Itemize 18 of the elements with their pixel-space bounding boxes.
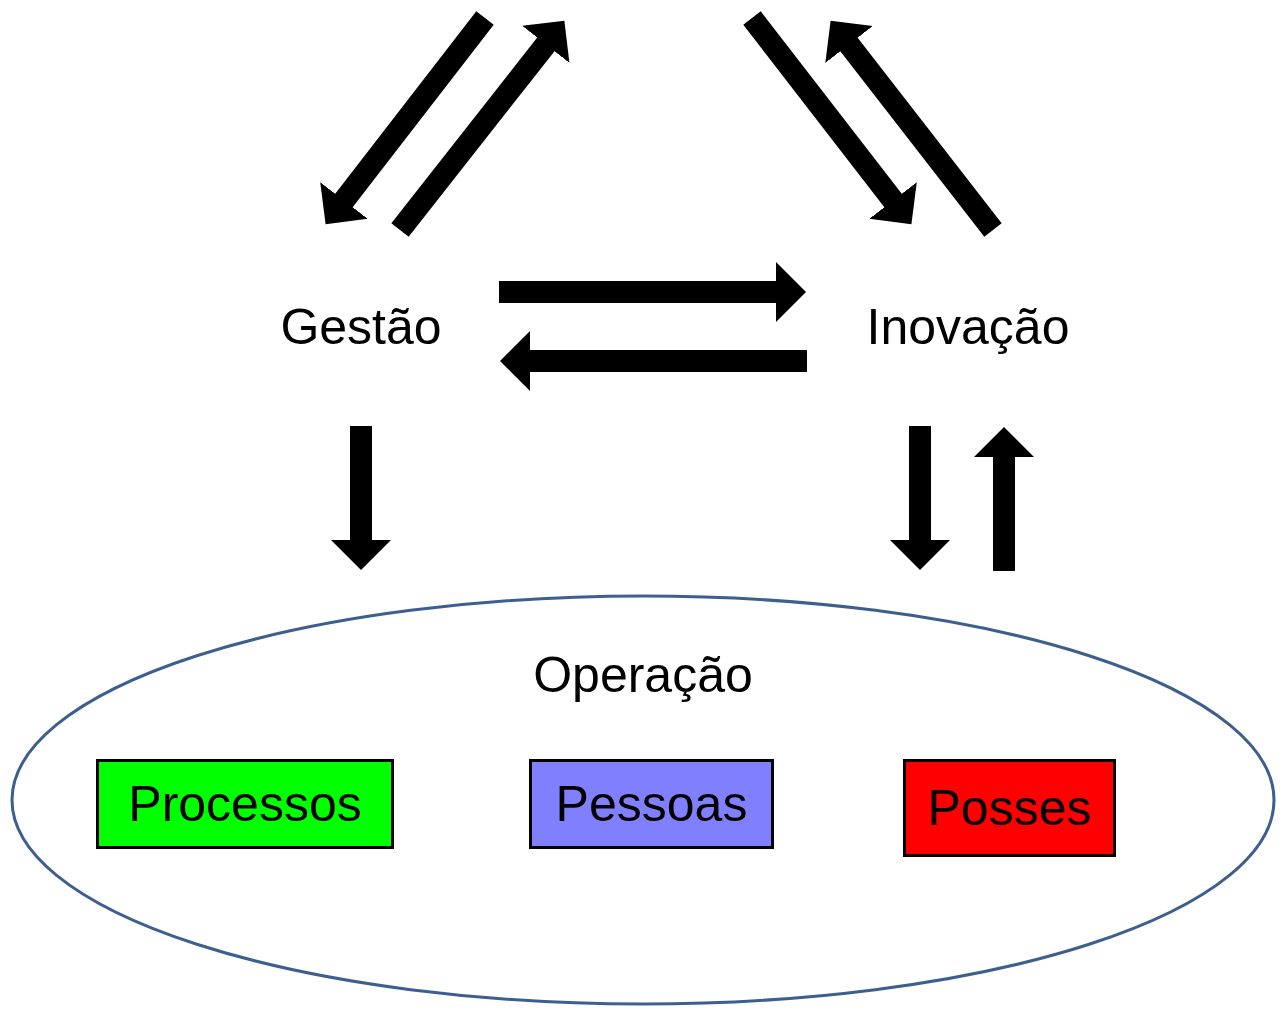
- node-label: Pessoas: [555, 775, 748, 833]
- block-arrow: [499, 262, 806, 322]
- process-box: [903, 759, 1116, 857]
- block-arrow: [890, 426, 950, 570]
- node-label: Processos: [128, 775, 362, 833]
- block-arrow: [391, 20, 570, 237]
- block-arrow: [320, 11, 494, 225]
- node-label: Gestão: [280, 298, 442, 356]
- block-arrow: [974, 427, 1034, 571]
- block-arrow: [743, 11, 917, 225]
- node-label: Posses: [927, 779, 1092, 837]
- process-box: [96, 759, 394, 849]
- process-box: [529, 759, 774, 849]
- block-arrow: [825, 20, 1002, 237]
- block-arrow: [500, 331, 807, 391]
- block-arrow: [331, 426, 391, 570]
- node-label: Inovação: [866, 298, 1070, 356]
- node-label: Operação: [532, 646, 754, 704]
